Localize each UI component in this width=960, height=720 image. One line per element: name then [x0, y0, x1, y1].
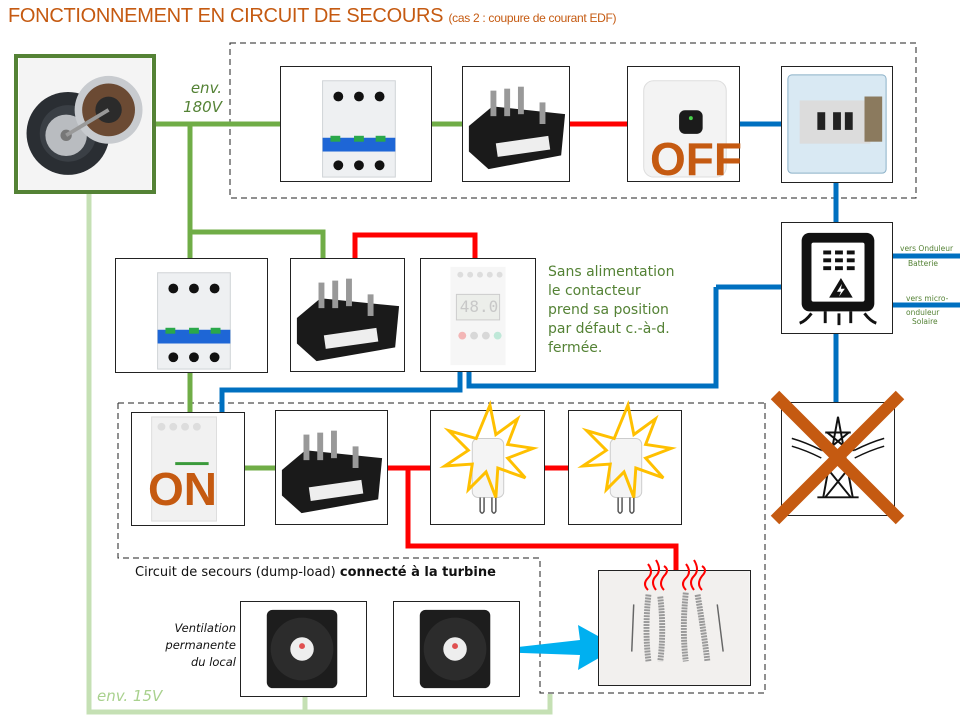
turbine-voltage-line1: env.	[190, 79, 222, 97]
title-subtitle: (cas 2 : coupure de courant EDF)	[448, 11, 617, 25]
note-line-5: fermée.	[548, 340, 603, 356]
fan-1-image	[240, 601, 367, 697]
contactor-state-label: ON	[148, 463, 217, 515]
title-main: FONCTIONNEMENT EN CIRCUIT DE SECOURS	[8, 5, 444, 27]
relay-display-value: 48.0	[459, 297, 499, 316]
halogen-lamp-2-image	[568, 400, 682, 525]
ac-panel-image	[781, 66, 893, 183]
to-micro-inverter-line1: vers micro-	[906, 294, 949, 303]
voltage-relay-image: 48.0	[420, 258, 536, 372]
wire-relay-sense	[466, 284, 781, 389]
bridge-rectifier-icon	[281, 430, 383, 514]
light-burst-icon	[439, 400, 539, 498]
note-line-3: prend sa position	[548, 302, 669, 318]
ventilation-line-2: permanente	[165, 638, 236, 652]
fan-icon	[266, 609, 338, 689]
ventilation-label: Ventilation permanente du local	[150, 620, 236, 671]
distribution-board-icon	[787, 74, 887, 174]
electrical-cabinet-image	[781, 222, 893, 334]
electrical-cabinet-icon	[799, 232, 877, 326]
ventilation-line-1: Ventilation	[174, 621, 236, 635]
to-micro-inverter-line2: onduleur	[906, 308, 940, 317]
to-micro-inverter-line3: Solaire	[912, 317, 938, 326]
rectifier-dump-image	[275, 410, 388, 525]
to-battery-inverter-line1: vers Onduleur	[900, 244, 954, 253]
group-grid-tie	[229, 42, 917, 199]
heating-coil-icon	[599, 571, 750, 685]
generator-icon	[65, 75, 143, 144]
wire-dc-relay	[352, 232, 478, 258]
halogen-lamp-icon	[439, 400, 539, 514]
group-dump-load	[117, 402, 766, 694]
circuit-breaker-icon	[322, 80, 396, 178]
note-line-4: par défaut c.-à-d.	[548, 321, 670, 337]
caption-bold: connecté à la turbine	[339, 565, 496, 580]
wire-relay-coil	[219, 372, 463, 412]
dump-load-caption: Circuit de secours (dump-load) connecté …	[135, 565, 496, 580]
bridge-rectifier-icon	[296, 278, 400, 362]
voltage-relay-icon	[450, 266, 506, 366]
fan-2-image	[393, 601, 520, 697]
note-line-2: le contacteur	[548, 283, 641, 299]
ventilation-line-3: du local	[190, 655, 236, 669]
inverter-icon	[643, 80, 727, 178]
diagram-title: FONCTIONNEMENT EN CIRCUIT DE SECOURS (ca…	[8, 5, 617, 28]
relay-note: Sans alimentation le contacteur prend sa…	[548, 263, 674, 358]
halogen-lamp-icon	[577, 400, 677, 514]
caption-normal: Circuit de secours (dump-load)	[135, 565, 340, 580]
inverter-state-label: OFF	[650, 133, 742, 185]
heat-waves-icon	[644, 559, 706, 591]
breaker-secondary-image	[115, 258, 268, 373]
rectifier-main-image	[462, 66, 570, 182]
circuit-breaker-icon	[157, 272, 231, 370]
fan-icon	[419, 609, 491, 689]
wire-ac-out	[740, 121, 839, 402]
grid-unavailable-cross-icon	[770, 390, 905, 525]
breaker-main-image	[280, 66, 432, 182]
rectifier-relay-image	[290, 258, 405, 372]
airflow-arrow	[492, 625, 618, 670]
low-voltage-label: env. 15V	[97, 687, 163, 705]
to-micro-inverter-label: vers micro- onduleur Solaire	[906, 294, 948, 326]
turbine-voltage-line2: 180V	[183, 98, 222, 116]
to-battery-inverter-line2: Batterie	[908, 259, 939, 268]
to-battery-inverter-label: vers Onduleur Batterie	[900, 244, 953, 268]
wire-turbine-main	[154, 121, 462, 471]
contactor-image	[131, 412, 245, 526]
turbine-image	[14, 54, 156, 194]
halogen-lamp-1-image	[430, 400, 545, 525]
turbine-voltage-label: env. 180V	[170, 79, 222, 117]
light-burst-icon	[577, 400, 677, 498]
wire-dc-dump	[388, 465, 679, 570]
bridge-rectifier-icon	[468, 86, 566, 170]
note-line-1: Sans alimentation	[548, 264, 675, 280]
contactor-icon	[151, 416, 217, 522]
wire-low-voltage	[86, 192, 553, 715]
heating-resistor-image	[598, 570, 751, 686]
inverter-image	[627, 66, 740, 182]
